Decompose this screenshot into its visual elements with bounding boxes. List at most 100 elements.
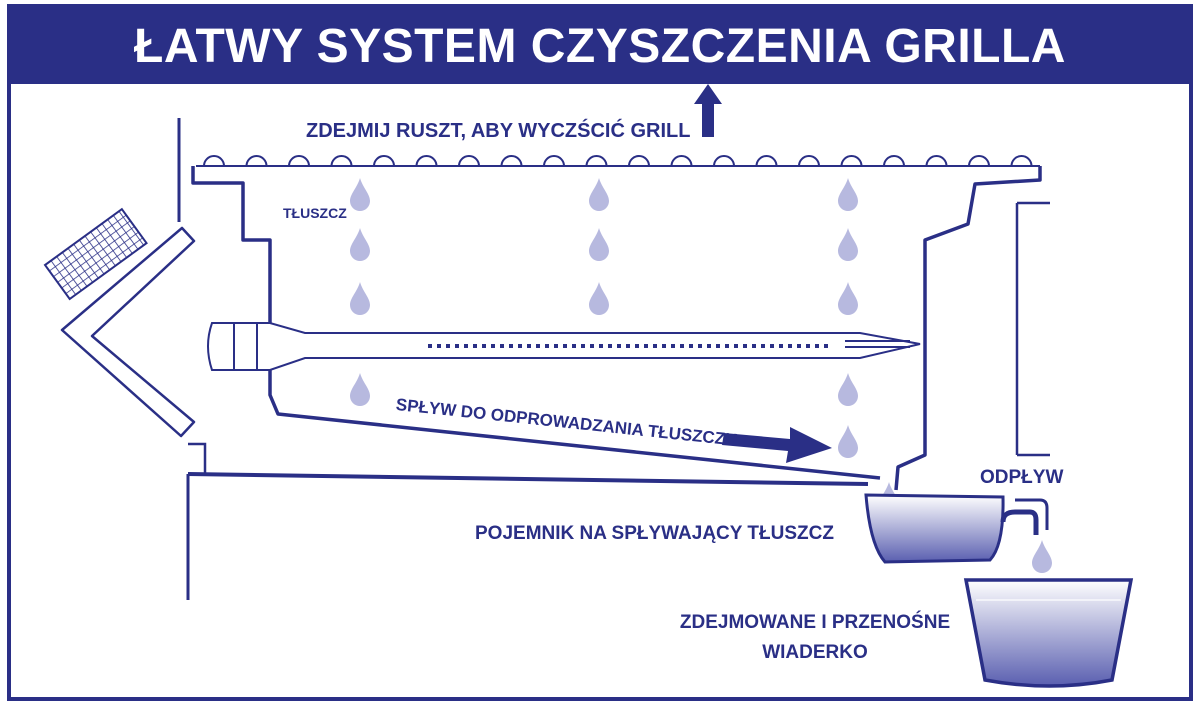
- diagram-title: ŁATWY SYSTEM CZYSZCZENIA GRILLA: [134, 19, 1066, 73]
- fat-drop: [350, 228, 370, 261]
- grate-dome: [882, 155, 906, 167]
- burner-port: [725, 344, 729, 348]
- burner-port: [671, 344, 675, 348]
- burner-port: [779, 344, 783, 348]
- burner-port: [518, 344, 522, 348]
- fat-drop: [589, 178, 609, 211]
- grill-brush-icon: [43, 207, 148, 301]
- burner-port: [815, 344, 819, 348]
- burner-port: [581, 344, 585, 348]
- burner-port: [455, 344, 459, 348]
- tray-spout: [1000, 509, 1039, 535]
- fat-drop: [838, 425, 858, 458]
- burner-port: [644, 344, 648, 348]
- grate-dome: [585, 155, 608, 167]
- grate-dome: [967, 155, 991, 167]
- fat-label: TŁUSZCZ: [283, 205, 347, 221]
- burner-port: [770, 344, 774, 348]
- title-bar: ŁATWY SYSTEM CZYSZCZENIA GRILLA: [11, 8, 1189, 84]
- fat-drop: [589, 228, 609, 261]
- burner-port: [680, 344, 684, 348]
- fat-drop: [838, 282, 858, 315]
- diagram-frame: ŁATWY SYSTEM CZYSZCZENIA GRILLA: [7, 4, 1193, 701]
- fat-drop: [350, 178, 370, 211]
- burner-port: [527, 344, 531, 348]
- burner-port: [788, 344, 792, 348]
- burner-port: [491, 344, 495, 348]
- burner-port: [536, 344, 540, 348]
- burner-port: [599, 344, 603, 348]
- burner-port: [716, 344, 720, 348]
- burner-port: [707, 344, 711, 348]
- burner-port: [590, 344, 594, 348]
- grate-dome: [755, 155, 778, 167]
- grate-dome: [287, 155, 311, 167]
- drip-tray-label: POJEMNIK NA SPŁYWAJĄCY TŁUSZCZ: [475, 523, 834, 544]
- burner-port: [473, 344, 477, 348]
- burner-port: [446, 344, 450, 348]
- fat-drop: [350, 373, 370, 406]
- burner-port: [464, 344, 468, 348]
- burner-port: [635, 344, 639, 348]
- grate-dome: [670, 155, 693, 167]
- up-arrow-icon: [694, 84, 722, 137]
- remove-grate-label: ZDEJMIJ RUSZT, ABY WYCZŚCIĆ GRILL: [306, 120, 691, 142]
- burner-port: [824, 344, 828, 348]
- fat-drop: [350, 282, 370, 315]
- fat-drop: [1032, 540, 1052, 573]
- burner-port: [500, 344, 504, 348]
- grate-dome: [202, 155, 226, 167]
- burner-port: [572, 344, 576, 348]
- bucket: [963, 578, 1134, 688]
- grate-dome: [330, 155, 353, 167]
- control-knob-post: [188, 442, 207, 474]
- grate-dome: [1010, 155, 1033, 167]
- burner-port: [743, 344, 747, 348]
- burner-port: [761, 344, 765, 348]
- fat-drop: [838, 373, 858, 406]
- grate-dome: [415, 155, 438, 167]
- grate-dome: [925, 155, 948, 167]
- drain-arrow-icon: [722, 427, 832, 463]
- grate-dome: [457, 155, 481, 167]
- grill-grate: [202, 155, 1033, 167]
- bucket-label: ZDEJMOWANE I PRZENOŚNE WIADERKO: [679, 612, 951, 663]
- grate-dome: [797, 155, 821, 167]
- burner-port: [734, 344, 738, 348]
- burner-port: [617, 344, 621, 348]
- drip-tray: [864, 493, 1049, 564]
- grate-dome: [500, 155, 523, 167]
- burner-port: [797, 344, 801, 348]
- fat-drop: [589, 282, 609, 315]
- burner-ports: [428, 344, 828, 348]
- burner-port: [563, 344, 567, 348]
- firebox-right-wall: [894, 166, 1042, 491]
- side-panel: [1015, 201, 1050, 457]
- burner-port: [437, 344, 441, 348]
- burner-port: [698, 344, 702, 348]
- burner-port: [509, 344, 513, 348]
- burner-port: [653, 344, 657, 348]
- firebox-outline: [191, 166, 881, 480]
- burner-port: [806, 344, 810, 348]
- grate-dome: [542, 155, 566, 167]
- side-shelf: [60, 226, 196, 438]
- fat-drop: [838, 178, 858, 211]
- grate-dome: [840, 155, 863, 167]
- grate-dome: [712, 155, 736, 167]
- grate-dome: [627, 155, 651, 167]
- burner-port: [482, 344, 486, 348]
- burner-port: [608, 344, 612, 348]
- grate-dome: [372, 155, 396, 167]
- burner-port: [662, 344, 666, 348]
- fat-drop: [838, 228, 858, 261]
- burner-port: [689, 344, 693, 348]
- outlet-pipe: [1015, 498, 1049, 530]
- burner-port: [626, 344, 630, 348]
- cabinet-floor: [187, 472, 869, 486]
- burner-port: [752, 344, 756, 348]
- outlet-label: ODPŁYW: [980, 467, 1064, 488]
- burner-port: [545, 344, 549, 348]
